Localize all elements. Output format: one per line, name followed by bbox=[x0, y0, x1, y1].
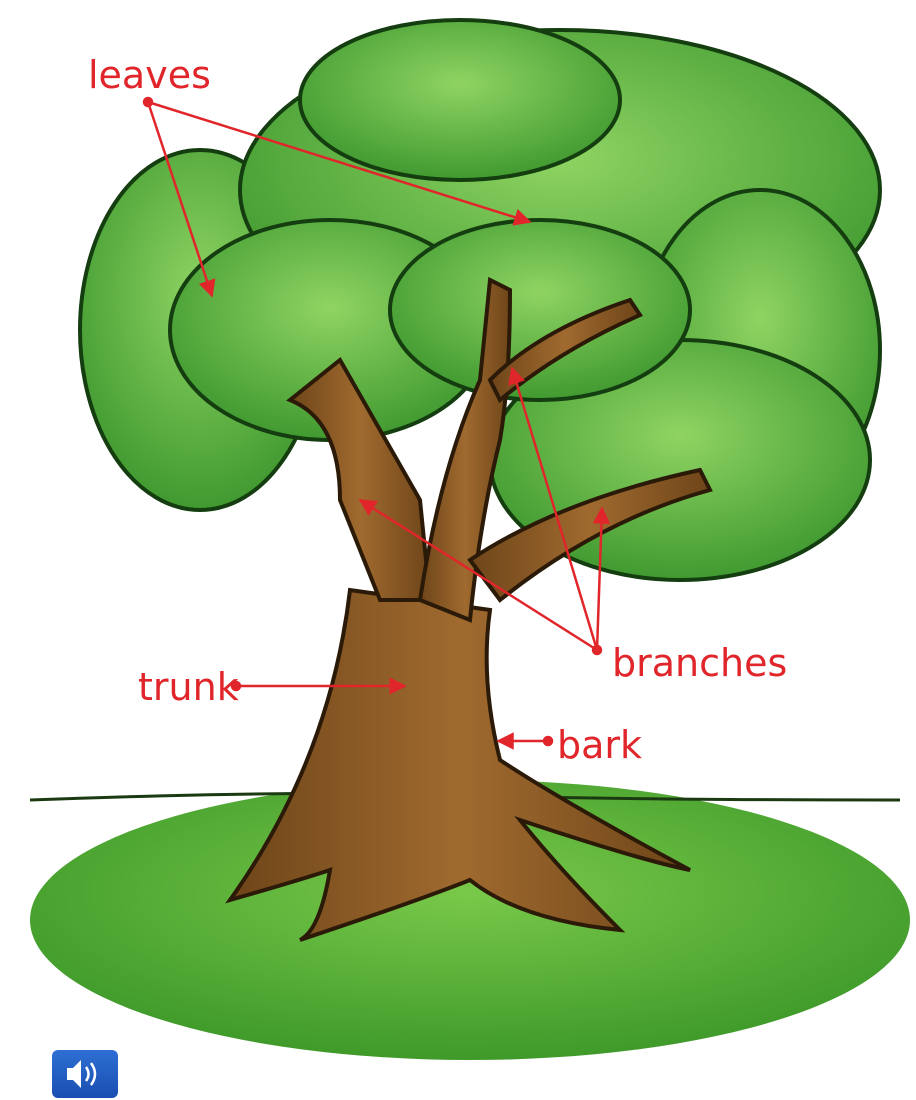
speaker-icon bbox=[65, 1056, 105, 1092]
audio-play-button[interactable] bbox=[52, 1050, 118, 1098]
label-leaves: leaves bbox=[88, 56, 211, 94]
label-branches: branches bbox=[612, 644, 787, 682]
label-bark: bark bbox=[557, 726, 642, 764]
label-trunk: trunk bbox=[138, 668, 239, 706]
